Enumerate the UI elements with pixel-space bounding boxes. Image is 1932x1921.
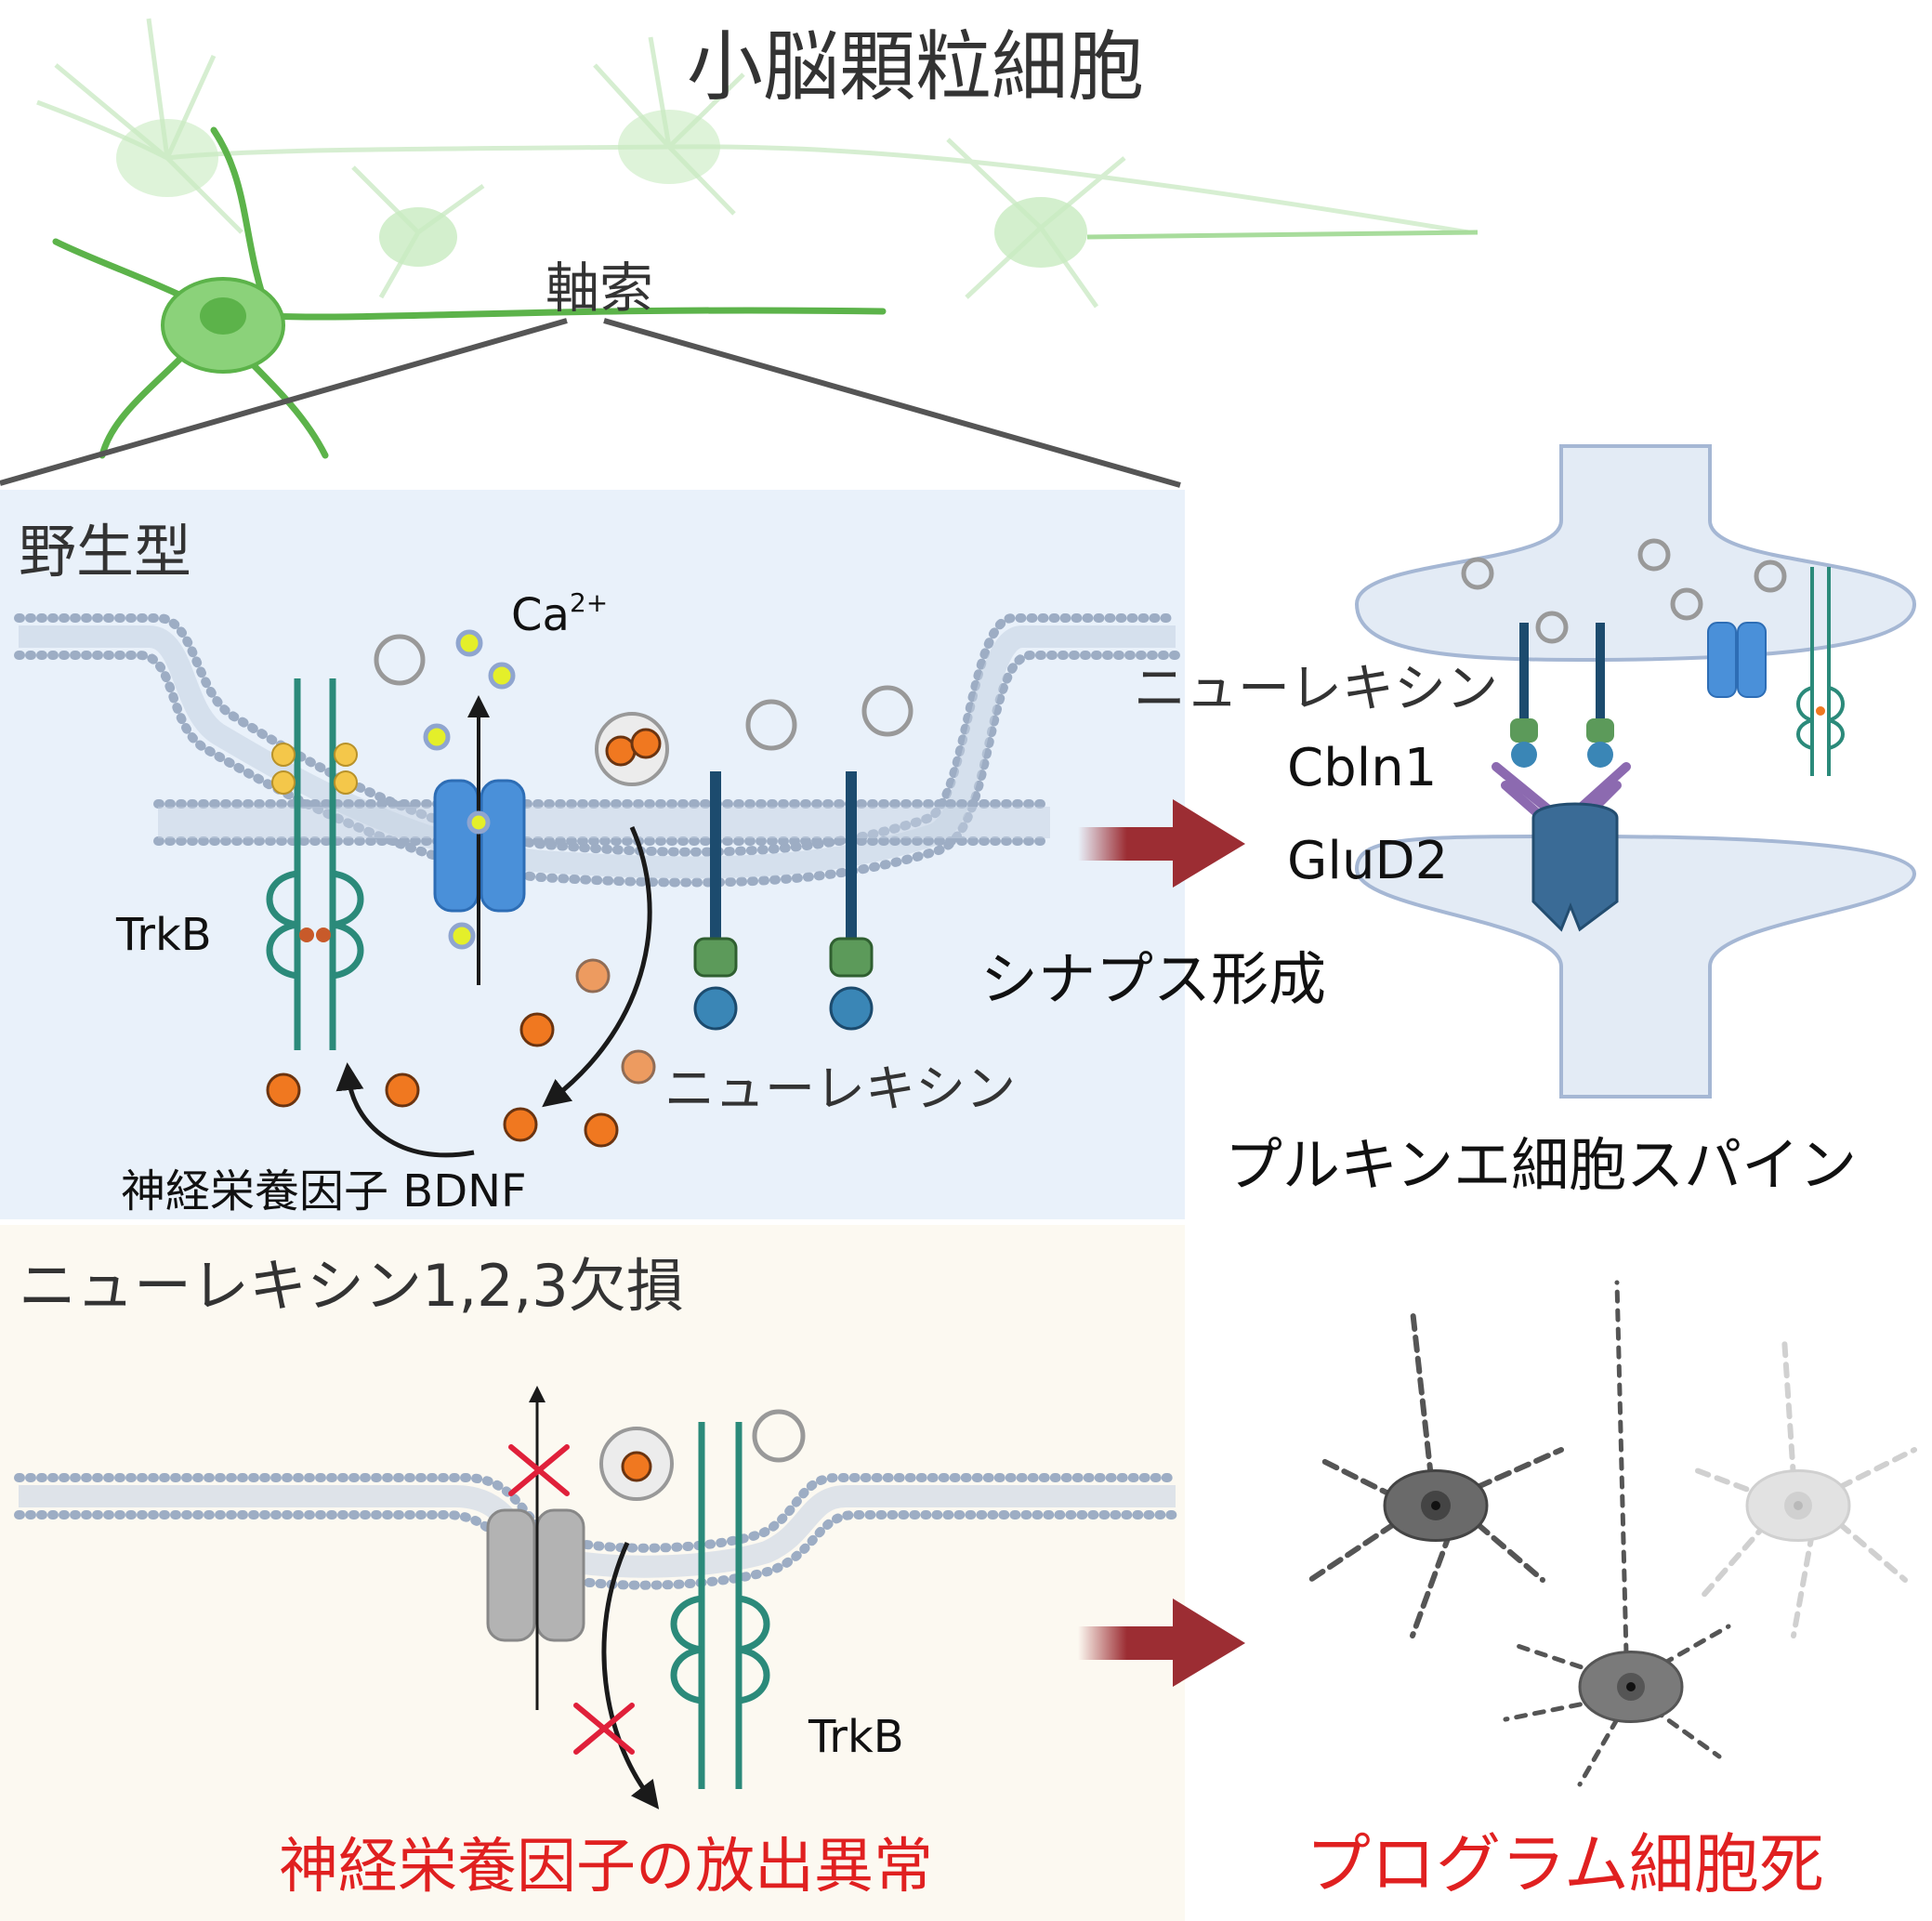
bdnf-vesicle [595, 712, 669, 786]
arrow-to-cell-death [1078, 1599, 1245, 1687]
trkb-dimer-node [316, 928, 331, 942]
inactive-calcium-channel [486, 1508, 585, 1642]
synapse-neurexin-2 [1586, 623, 1614, 768]
glud2-receptor [1531, 802, 1619, 932]
synapse-formation-label: シナプス形成 [980, 945, 1326, 1013]
cbln1-label: Cbln1 [1287, 738, 1437, 798]
neurexin-wt-2 [829, 771, 874, 1031]
trkb-label-ko: TrkB [808, 1711, 904, 1763]
trkb-label-wt: TrkB [115, 909, 212, 961]
dying-neuron-1 [1308, 1308, 1564, 1638]
synapse-trkb [1796, 567, 1845, 776]
bdnf-molecules [266, 958, 656, 1148]
synapse-channel [1707, 622, 1767, 698]
synapse-bdnf-dot [1816, 706, 1825, 716]
granule-cell-network [36, 18, 1479, 459]
trkb-receptor-wt [266, 678, 364, 1050]
zoom-line-right [603, 318, 1181, 488]
glud2-label: GluD2 [1287, 831, 1448, 891]
dying-neuron-2 [1503, 1280, 1731, 1787]
synapse-vesicles [1461, 538, 1787, 644]
trkb-dimer-node [299, 928, 314, 942]
calcium-ions [423, 629, 516, 950]
page-title: 小脳顆粒細胞 [687, 23, 1144, 112]
purkinje-spine [1354, 834, 1917, 1099]
bdnf-binding-arrow [335, 1062, 475, 1158]
axon-label: 軸索 [545, 257, 653, 320]
neurexin-wt-1 [693, 771, 738, 1031]
synaptic-vesicles-wt [374, 634, 913, 751]
cross-icon [573, 1703, 635, 1755]
dying-neuron-3 [1689, 1335, 1917, 1638]
purkinje-spine-label: プルキンエ細胞スパイン [1225, 1131, 1857, 1199]
neurexin-label-synapse: ニューレキシン [1134, 659, 1498, 719]
knockout-title: ニューレキシン1,2,3欠損 [19, 1252, 684, 1320]
release-defect-label: 神経栄養因子の放出異常 [279, 1833, 933, 1901]
bdnf-release-arrow [542, 825, 652, 1108]
neurexin-label-wt: ニューレキシン [664, 1059, 1016, 1118]
calcium-label: Ca2+ [511, 587, 608, 641]
calcium-channel [433, 779, 526, 913]
bdnf-label: 神経栄養因子 BDNF [121, 1165, 527, 1217]
trkb-receptor-ko [670, 1422, 770, 1789]
wild-type-title: 野生型 [19, 518, 191, 586]
blocked-release-arrow [601, 1541, 660, 1809]
arrow-to-synapse [1078, 799, 1245, 888]
cross-icon [508, 1444, 570, 1496]
phosphate-icons [271, 743, 358, 795]
wild-type-membrane [14, 613, 1180, 888]
cell-death-label: プログラム細胞死 [1306, 1826, 1824, 1902]
synapse-neurexin-1 [1510, 623, 1538, 768]
ko-vesicles [599, 1409, 806, 1501]
zoom-line-left [0, 318, 568, 486]
